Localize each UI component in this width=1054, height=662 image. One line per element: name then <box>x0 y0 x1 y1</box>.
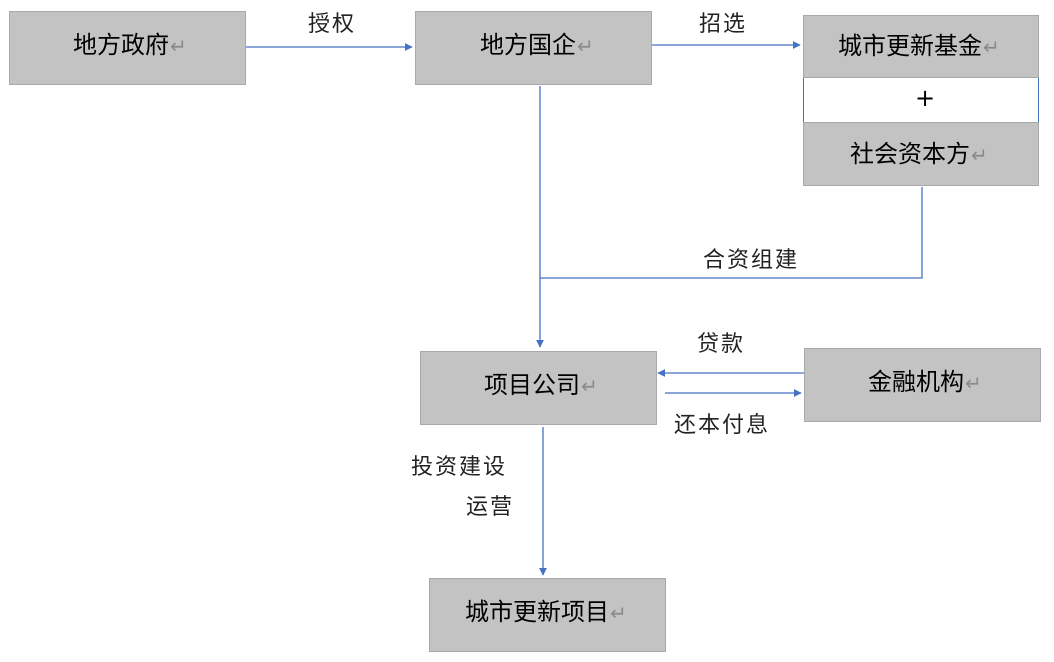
return-mark: ↵ <box>170 34 187 58</box>
return-mark: ↵ <box>971 143 988 167</box>
financial-institution-label: 金融机构↵ <box>868 368 982 396</box>
plus-sign: + <box>915 84 936 112</box>
joint-venture-label: 合资组建 <box>703 248 800 273</box>
repay-label: 还本付息 <box>674 413 771 438</box>
project-company-label: 项目公司↵ <box>484 371 598 399</box>
fund-partners-group <box>803 15 1039 186</box>
invest-build-label-line2: 运营 <box>466 495 515 520</box>
local-government-node: 地方政府↵ <box>9 11 246 85</box>
project-company-node: 项目公司↵ <box>420 351 657 425</box>
social-capital-node: 社会资本方↵ <box>803 122 1039 186</box>
authorize-label: 授权 <box>308 12 357 37</box>
financial-institution-node: 金融机构↵ <box>804 348 1041 422</box>
urban-renewal-project-label: 城市更新项目↵ <box>465 598 627 626</box>
loan-label: 贷款 <box>697 332 746 357</box>
social-capital-label: 社会资本方↵ <box>850 140 988 168</box>
invest-build-label-line1: 投资建设 <box>411 455 508 480</box>
local-government-label: 地方政府↵ <box>73 31 187 59</box>
select-label: 招选 <box>699 12 748 37</box>
local-soe-node: 地方国企↵ <box>415 11 652 85</box>
urban-renewal-fund-node: 城市更新基金↵ <box>803 15 1039 78</box>
return-mark: ↵ <box>983 35 1000 59</box>
return-mark: ↵ <box>581 374 598 398</box>
urban-renewal-project-node: 城市更新项目↵ <box>429 578 666 652</box>
urban-renewal-fund-label: 城市更新基金↵ <box>838 32 1000 60</box>
local-soe-label: 地方国企↵ <box>480 31 594 59</box>
return-mark: ↵ <box>965 371 982 395</box>
return-mark: ↵ <box>610 601 627 625</box>
return-mark: ↵ <box>577 34 594 58</box>
joint-venture-connector <box>540 187 923 279</box>
